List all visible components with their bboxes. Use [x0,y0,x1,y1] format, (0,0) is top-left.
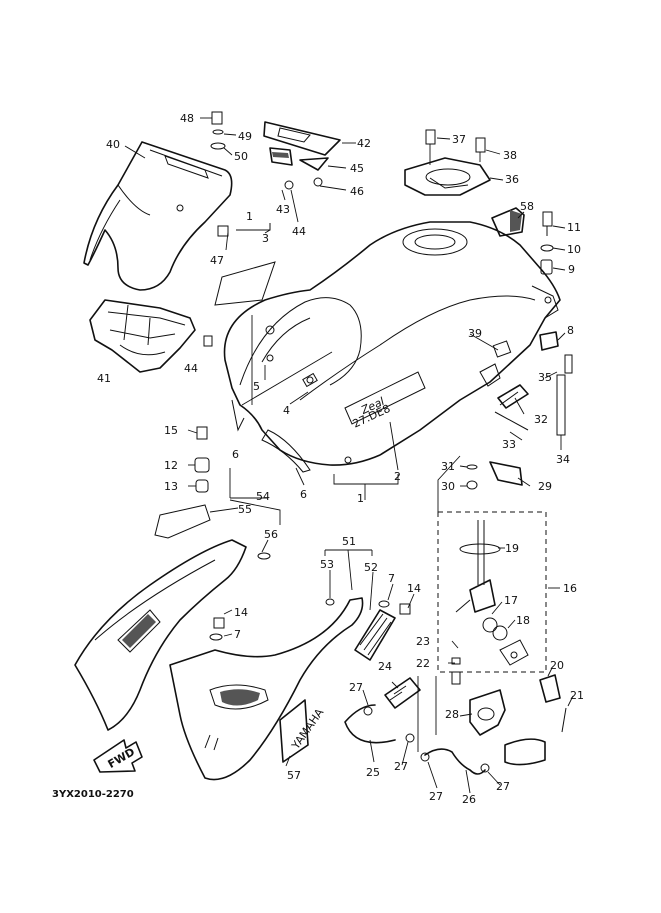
callout-57: 57 [287,769,301,782]
callout-44b: 44 [184,362,198,375]
fuel-cap-part [404,129,491,196]
callout-27c: 27 [429,790,443,803]
callout-54: 54 [256,490,270,503]
callout-9: 9 [568,263,575,276]
callout-23: 23 [416,635,430,648]
callout-14b: 14 [234,606,248,619]
callout-51: 51 [342,535,356,548]
callout-27d: 27 [496,780,510,793]
mount-hardware-part [491,207,559,351]
small-hardware-part [194,111,573,733]
callout-1a: 1 [357,492,364,505]
callout-37: 37 [452,133,466,146]
callout-7a: 7 [388,572,395,585]
callout-5: 5 [253,380,260,393]
callout-3: 3 [262,232,269,245]
callout-16: 16 [563,582,577,595]
callout-45: 45 [350,162,364,175]
callout-18: 18 [516,614,530,627]
callout-27b: 27 [394,760,408,773]
side-cover-left-part [74,504,247,731]
callout-13: 13 [164,480,178,493]
callout-34: 34 [556,453,570,466]
callout-27a: 27 [349,681,363,694]
callout-14a: 14 [407,582,421,595]
callout-40: 40 [106,138,120,151]
callout-35: 35 [538,371,552,384]
fuel-pump-part [420,689,546,775]
callout-44a: 44 [292,225,306,238]
callout-8: 8 [567,324,574,337]
callout-20: 20 [550,659,564,672]
callout-6a: 6 [232,448,239,461]
callout-labels: 1 1 2 3 4 5 6 6 7 7 8 9 10 11 12 13 14 1… [97,112,584,806]
leader-lines [124,117,574,794]
callout-33: 33 [502,438,516,451]
callout-52: 52 [364,561,378,574]
callout-15: 15 [164,424,178,437]
callout-25: 25 [366,766,380,779]
callout-41: 41 [97,372,111,385]
callout-36: 36 [505,173,519,186]
callout-58: 58 [520,200,534,213]
fuel-filter-part [344,677,421,744]
callout-32: 32 [534,413,548,426]
callout-30: 30 [441,480,455,493]
bracket-part [89,299,196,373]
callout-50: 50 [234,150,248,163]
callout-22: 22 [416,657,430,670]
callout-7b: 7 [234,628,241,641]
callout-2: 2 [394,470,401,483]
callout-19: 19 [505,542,519,555]
callout-42: 42 [357,137,371,150]
callout-38: 38 [503,149,517,162]
callout-6b: 6 [300,488,307,501]
callout-55: 55 [238,503,252,516]
callout-12: 12 [164,459,178,472]
callout-17: 17 [504,594,518,607]
callout-47: 47 [210,254,224,267]
front-cover-part [83,141,233,291]
callout-56: 56 [264,528,278,541]
callout-46: 46 [350,185,364,198]
callout-49: 49 [238,130,252,143]
callout-21: 21 [570,689,584,702]
callout-4: 4 [283,404,290,417]
callout-48: 48 [180,112,194,125]
callout-24: 24 [378,660,392,673]
callout-11: 11 [567,221,581,234]
forward-arrow-icon: FWD [93,739,143,773]
meter-cover-part [263,121,341,190]
fuel-tank-part: Zeal 27.DE8 [214,221,561,473]
diagram-code: 3YX2010-2270 [52,789,134,800]
callout-31: 31 [441,460,455,473]
callout-39: 39 [468,327,482,340]
callout-29: 29 [538,480,552,493]
fuel-cock-assembly-part [437,511,547,673]
callout-26: 26 [462,793,476,806]
callout-53: 53 [320,558,334,571]
callout-28: 28 [445,708,459,721]
callout-1b: 1 [246,210,253,223]
callout-43: 43 [276,203,290,216]
callout-10: 10 [567,243,581,256]
